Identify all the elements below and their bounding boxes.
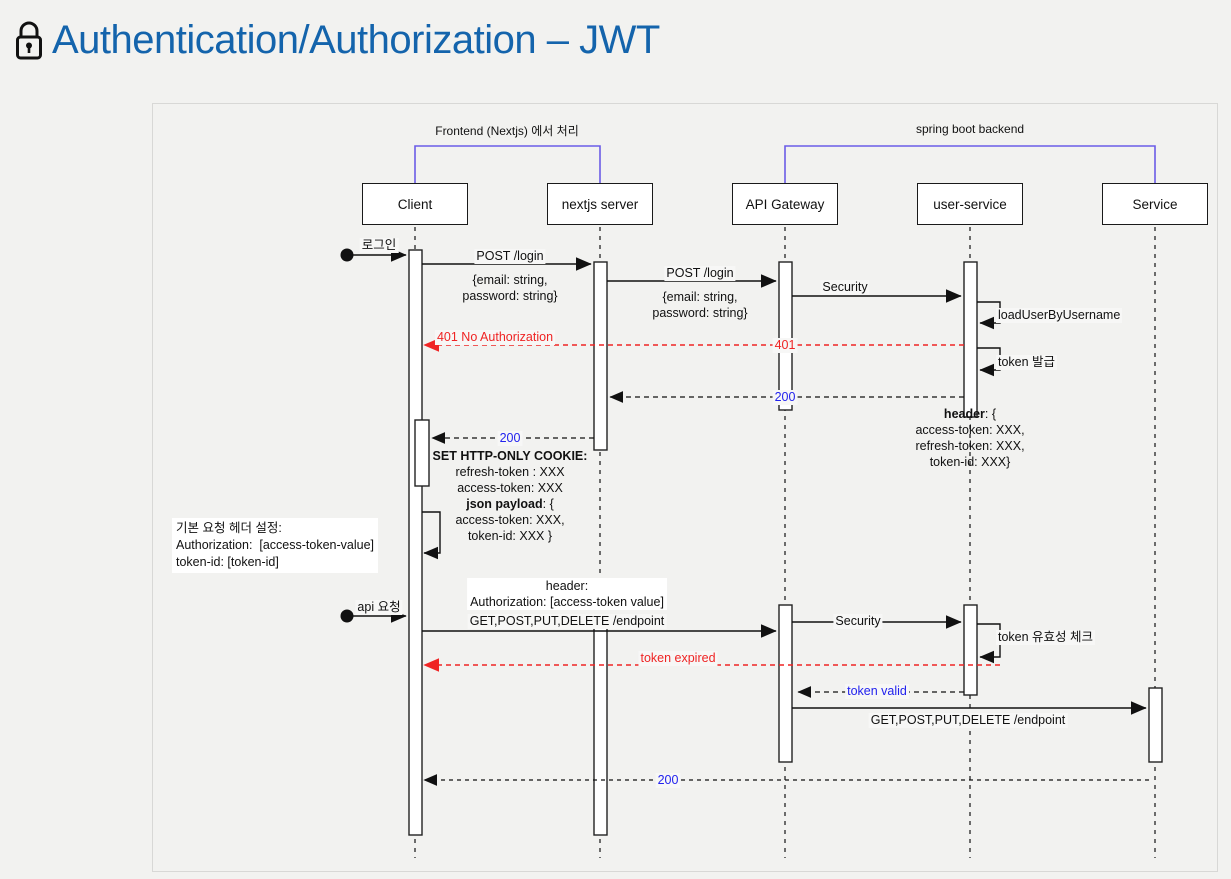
group-bracket-backend [784, 145, 1156, 189]
participant-client[interactable]: Client [362, 183, 468, 225]
message-label-token-valid: token valid [845, 684, 909, 699]
message-label-token-issue: token 발급 [996, 355, 1058, 370]
message-label-endpoint-2: GET,POST,PUT,DELETE /endpoint [868, 713, 1068, 728]
message-label-post-login-2: POST /login [664, 266, 736, 281]
message-label-token-expired: token expired [638, 651, 718, 666]
lock-icon [16, 21, 42, 60]
group-label-frontend: Frontend (Nextjs) 에서 처리 [431, 122, 583, 139]
participant-api-gateway[interactable]: API Gateway [732, 183, 838, 225]
group-bracket-frontend [414, 145, 601, 189]
note-default-request-headers: 기본 요청 헤더 설정: Authorization: [access-toke… [172, 518, 379, 573]
participant-label: API Gateway [745, 196, 825, 212]
participant-nextjs-server[interactable]: nextjs server [547, 183, 653, 225]
participant-label: nextjs server [561, 196, 639, 212]
message-label-security-2: Security [833, 614, 883, 629]
activation-bars [408, 249, 1163, 836]
message-label-api-request: api 요청 [355, 600, 403, 615]
page-title: Authentication/Authorization – JWT [12, 8, 660, 72]
message-detail-header-tokens: header: { access-token: XXX, refresh-tok… [915, 407, 1025, 469]
message-label-200-final: 200 [655, 773, 681, 788]
message-label-login: 로그인 [359, 238, 399, 253]
participant-label: Client [397, 196, 433, 212]
page-title-text: Authentication/Authorization – JWT [52, 17, 660, 62]
message-detail-post-login-2: {email: string, password: string} [652, 290, 748, 320]
message-label-401-no-authorization: 401 No Authorization [434, 330, 556, 345]
participant-label: user-service [933, 196, 1007, 212]
selfloop-default-headers [422, 511, 441, 560]
message-label-200-to-client: 200 [497, 431, 523, 446]
participant-label: Service [1132, 196, 1178, 212]
participant-user-service[interactable]: user-service [917, 183, 1023, 225]
message-label-auth-header: header: Authorization: [access-token val… [467, 578, 667, 610]
message-detail-set-cookie: SET HTTP-ONLY COOKIE: refresh-token : XX… [432, 449, 588, 543]
message-label-401: 401 [772, 338, 798, 353]
group-label-backend: spring boot backend [911, 122, 1029, 136]
participant-service[interactable]: Service [1102, 183, 1208, 225]
message-label-post-login-1: POST /login [474, 249, 546, 264]
message-label-token-validity-check: token 유효성 체크 [996, 630, 1096, 645]
message-detail-endpoint-1: GET,POST,PUT,DELETE /endpoint [467, 614, 667, 629]
message-label-security-1: Security [820, 280, 870, 295]
message-detail-post-login-1: {email: string, password: string} [462, 273, 558, 303]
message-label-load-user-by-username: loadUserByUsername [996, 308, 1123, 323]
message-label-200-to-nextjs: 200 [772, 390, 798, 405]
diagram-frame [152, 103, 1218, 872]
